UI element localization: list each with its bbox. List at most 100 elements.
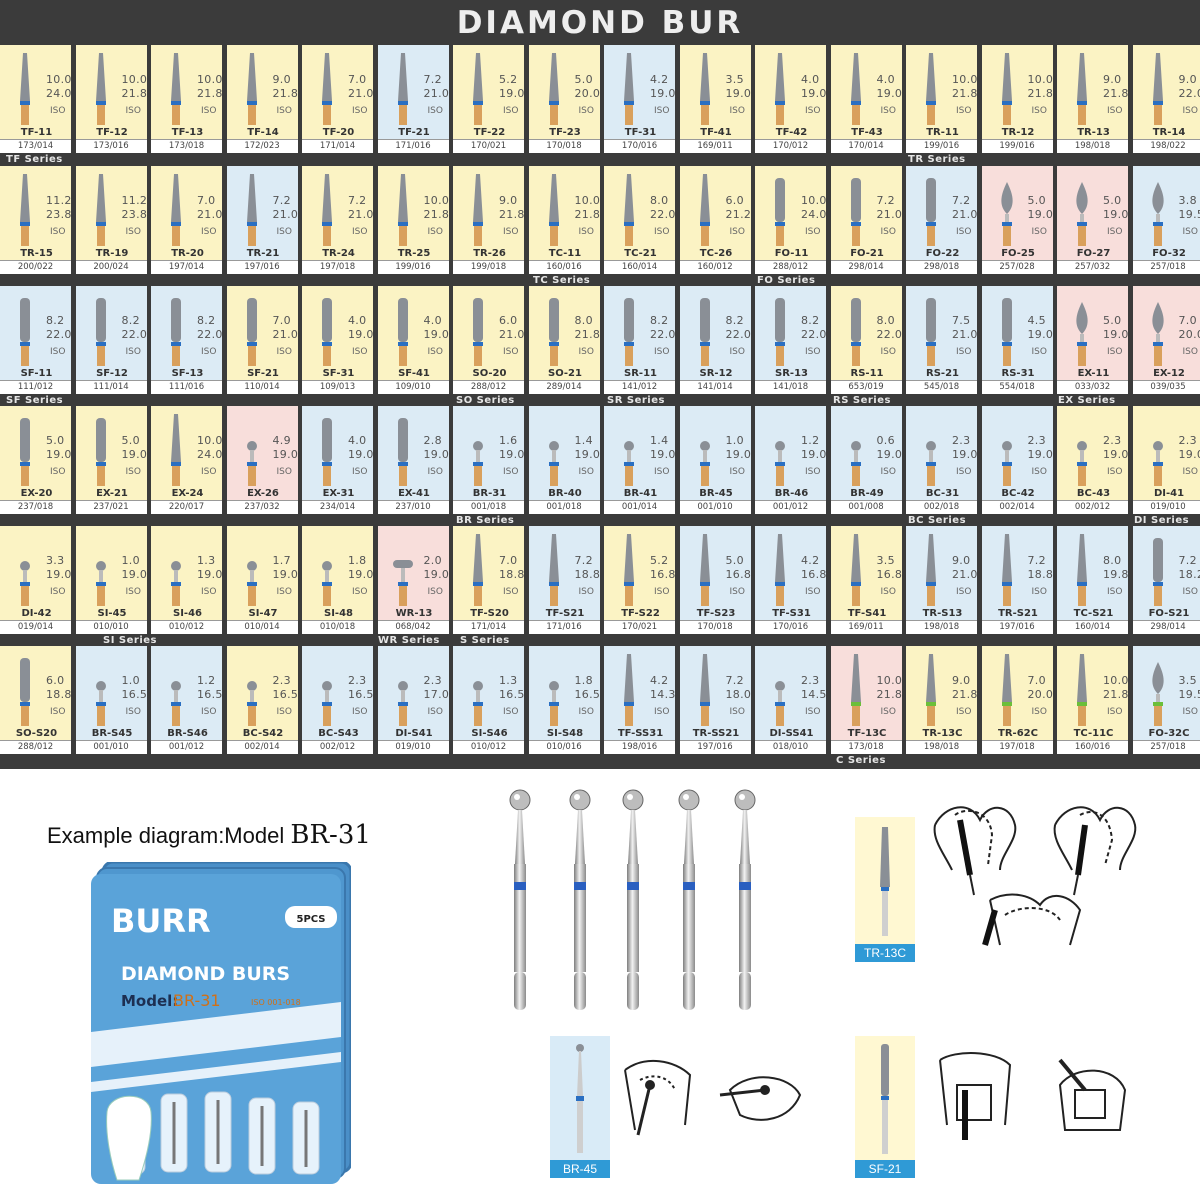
bur-length: 1.0 [121, 674, 140, 687]
bur-iso-code: 169/011 [697, 141, 733, 151]
bur-iso-code: 109/010 [395, 382, 431, 392]
bur-length: 2.3 [348, 674, 367, 687]
bur-length: 7.2 [272, 194, 291, 207]
iso-label: ISO [654, 587, 670, 597]
bur-length: 3.5 [876, 554, 895, 567]
bur-model: TC-11C [1073, 728, 1114, 739]
bur-iso-code: 002/014 [244, 742, 280, 752]
bur-total-length: 22.0 [650, 328, 676, 341]
bur-total-length: 21.8 [499, 208, 525, 221]
bur-iso-code: 198/022 [1150, 141, 1186, 151]
bur-length: 5.0 [121, 434, 140, 447]
bur-model: WR-13 [395, 608, 433, 619]
bur-iso-code: 019/014 [17, 622, 54, 632]
bur-length: 11.2 [121, 194, 148, 207]
bur-model: FO-32 [1152, 248, 1186, 259]
bur-photo-item [569, 789, 591, 1010]
bur-iso-code: 298/014 [1150, 622, 1186, 632]
bur-length: 2.3 [272, 674, 291, 687]
bur-model: FO-S21 [1148, 608, 1190, 619]
bur-model: EX-21 [96, 488, 128, 499]
iso-label: ISO [50, 347, 66, 357]
iso-label: ISO [654, 347, 670, 357]
iso-label: ISO [125, 587, 141, 597]
bur-model: TR-62C [998, 728, 1038, 739]
bur-total-length: 20.0 [574, 87, 601, 100]
bur-model: TF-42 [775, 127, 808, 138]
bur-total-length: 21.0 [952, 208, 978, 221]
bur-length: 2.3 [801, 674, 820, 687]
bur-total-length: 19.0 [1103, 448, 1129, 461]
bur-total-length: 19.0 [650, 87, 676, 100]
iso-label: ISO [1031, 227, 1047, 237]
bur-iso-code: 010/016 [546, 742, 582, 752]
bur-iso-code: 001/018 [546, 502, 582, 512]
bur-total-length: 19.0 [952, 448, 978, 461]
bur-model: TF-S20 [470, 608, 509, 619]
series-label: SO Series [456, 395, 515, 406]
bur-length: 0.6 [876, 434, 895, 447]
iso-label: ISO [125, 707, 141, 717]
bur-total-length: 22.0 [1178, 87, 1200, 100]
bur-total-length: 18.8 [46, 688, 72, 701]
bur-total-length: 19.0 [725, 448, 752, 461]
bur-total-length: 16.8 [876, 568, 903, 581]
bur-iso-code: 141/014 [697, 382, 733, 392]
bur-total-length: 21.8 [423, 208, 450, 221]
bur-length: 6.0 [46, 674, 65, 687]
bur-iso-code: 019/010 [1150, 502, 1186, 512]
package-product: DIAMOND BURS [121, 963, 290, 985]
iso-label: ISO [578, 227, 594, 237]
bur-total-length: 21.8 [272, 87, 299, 100]
bur-model: FO-22 [925, 248, 960, 259]
bur-iso-code: 200/024 [93, 262, 129, 272]
bur-length: 7.2 [876, 194, 895, 207]
bur-model: TC-26 [699, 248, 733, 259]
bur-length: 4.0 [423, 314, 442, 327]
bur-iso-code: 160/014 [621, 262, 658, 272]
bur-iso-code: 173/018 [168, 141, 205, 151]
bur-model: TF-31 [624, 127, 657, 138]
series-label: C Series [836, 755, 886, 766]
iso-label: ISO [880, 707, 896, 717]
bur-iso-code: 199/016 [395, 262, 431, 272]
bur-total-length: 21.0 [423, 87, 450, 100]
bur-iso-code: 257/028 [999, 262, 1035, 272]
iso-label: ISO [1182, 467, 1198, 477]
package-count: 5PCS [296, 914, 325, 925]
bur-total-length: 21.0 [952, 568, 978, 581]
bur-total-length: 22.0 [46, 328, 72, 341]
bur-total-length: 16.8 [801, 568, 827, 581]
thumb-label: SF-21 [855, 1160, 915, 1178]
bur-model: BR-45 [699, 488, 733, 499]
bur-length: 4.0 [348, 434, 367, 447]
bur-model: TR-14 [1152, 127, 1186, 138]
bur-model: TR-SS21 [692, 728, 740, 739]
bur-total-length: 21.8 [1103, 87, 1129, 100]
iso-label: ISO [1031, 467, 1047, 477]
bur-total-length: 19.0 [121, 448, 148, 461]
bur-total-length: 16.5 [121, 688, 148, 701]
bur-total-length: 19.5 [1178, 688, 1200, 701]
bur-length: 7.0 [1178, 314, 1197, 327]
bur-model: BR-31 [472, 488, 507, 499]
bur-model: DI-S41 [395, 728, 433, 739]
bur-model: TF-11 [20, 127, 53, 138]
bur-iso-code: 234/014 [319, 502, 356, 512]
bur-iso-code: 171/014 [319, 141, 356, 151]
